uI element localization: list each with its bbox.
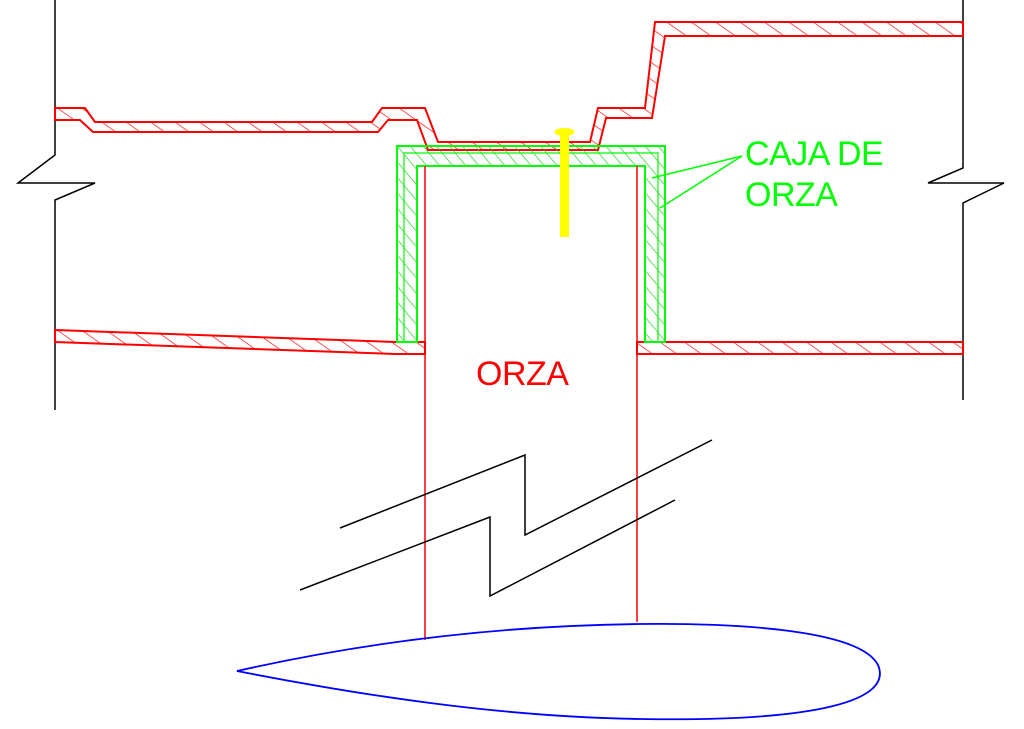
case-label-line2: ORZA [745,176,838,214]
pivot-bolt [554,128,575,237]
centerboard-case [396,145,666,343]
left-frame-line [15,0,96,410]
case-label-line1: CAJA DE [745,135,883,173]
label-leader-lines [651,155,743,209]
break-symbol [299,439,713,598]
centerboard [424,166,638,640]
right-frame-line [927,0,1005,400]
centerboard-label: ORZA [476,355,569,393]
hull-bottom-right [636,341,964,355]
hull-bottom-left [54,328,426,355]
foil-profile [236,623,881,721]
deck-section [54,21,964,151]
